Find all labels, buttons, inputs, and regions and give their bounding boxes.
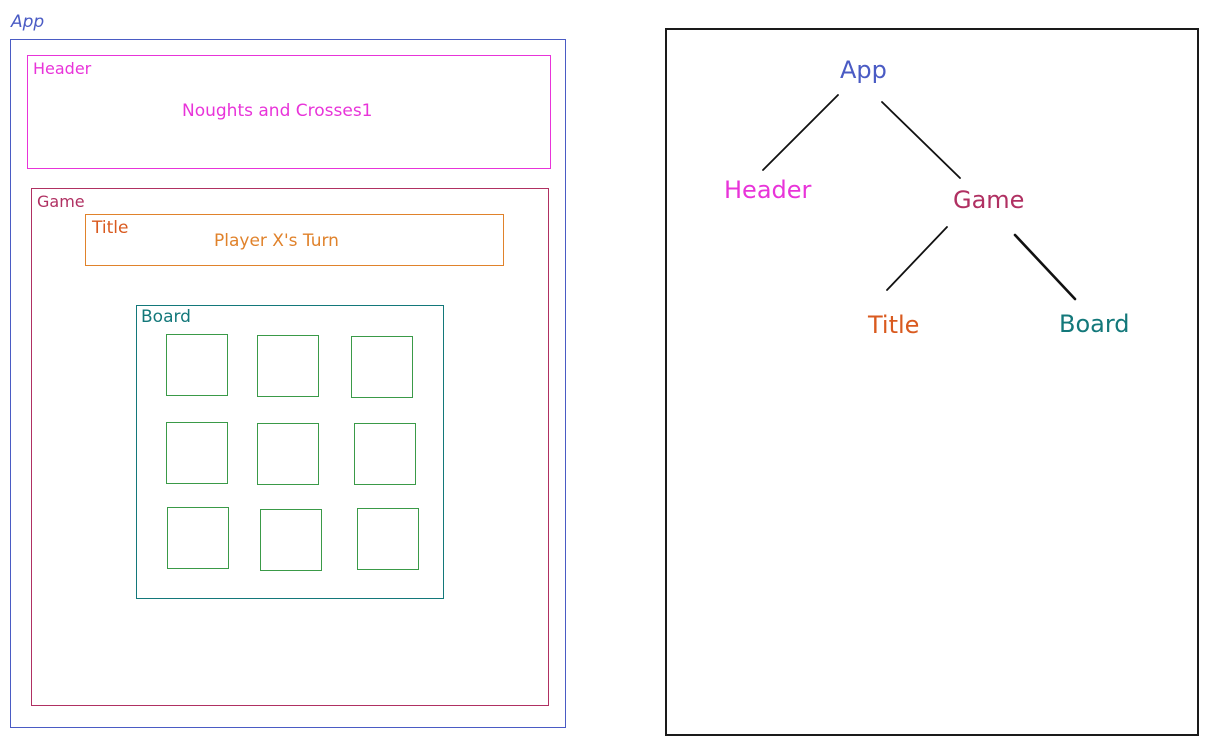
board-cell[interactable] [260, 509, 322, 571]
tree-node-board: Board [1059, 310, 1130, 338]
board-label: Board [141, 307, 191, 327]
tree-node-app: App [840, 56, 887, 84]
board-cell[interactable] [257, 335, 319, 397]
title-box [85, 214, 504, 266]
app-box [10, 39, 566, 728]
board-cell[interactable] [354, 423, 416, 485]
game-label: Game [37, 192, 85, 211]
board-cell[interactable] [257, 423, 319, 485]
tree-node-header: Header [724, 176, 812, 204]
board-box [136, 305, 444, 599]
board-cell[interactable] [351, 336, 413, 398]
app-label: App [11, 12, 45, 32]
edge-app-game [881, 101, 961, 179]
edge-app-header [762, 94, 839, 171]
header-box [27, 55, 551, 169]
edge-game-board [1013, 233, 1077, 301]
header-text: Noughts and Crosses1 [182, 101, 373, 121]
title-text: Player X's Turn [214, 231, 339, 251]
title-label: Title [92, 218, 129, 238]
board-cell[interactable] [357, 508, 419, 570]
header-label: Header [33, 59, 92, 78]
board-cell[interactable] [167, 507, 229, 569]
board-cell[interactable] [166, 334, 228, 396]
component-tree-panel [665, 28, 1199, 736]
tree-node-game: Game [953, 186, 1025, 214]
board-cell[interactable] [166, 422, 228, 484]
game-box [31, 188, 549, 706]
edge-game-title [886, 226, 948, 291]
tree-node-title: Title [868, 311, 920, 339]
